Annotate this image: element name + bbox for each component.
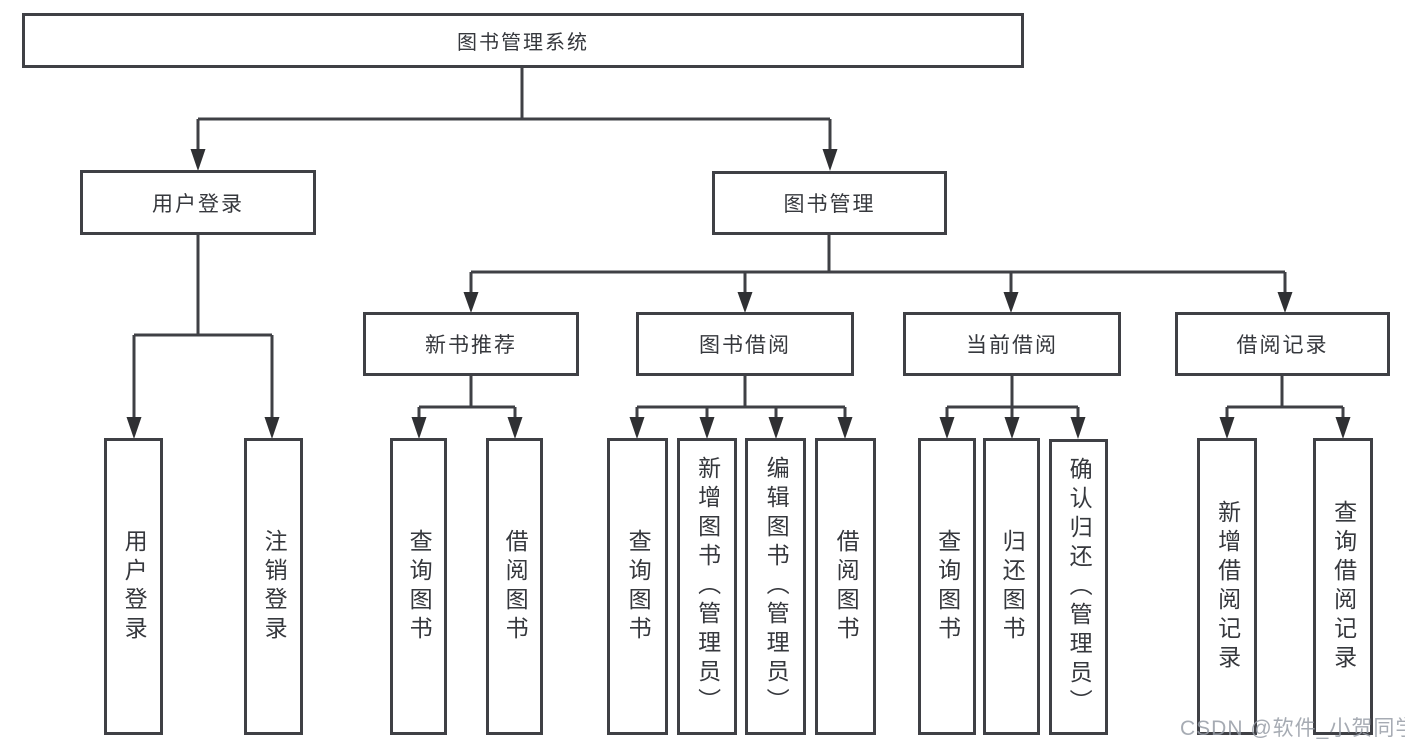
leaf-confirm-return-admin: 确认归还（管理员） [1049,439,1108,735]
leaf-return-book-label: 归还图书 [999,528,1026,645]
leaf-borrow-books-recommend-label: 借阅图书 [502,528,529,645]
node-current-borrow-label: 当前借阅 [966,334,1058,357]
leaf-borrow-books-borrow: 借阅图书 [815,438,876,735]
node-new-book-recommend: 新书推荐 [363,312,579,376]
arrowhead-leaf-3 [411,417,427,439]
leaf-query-books-borrow: 查询图书 [607,438,668,735]
leaf-query-books-current-label: 查询图书 [934,528,961,645]
arrowhead-book-management [822,149,838,171]
arrowhead-leaf-4 [507,417,523,439]
node-new-book-recommend-label: 新书推荐 [425,334,517,357]
leaf-logout: 注销登录 [244,438,303,735]
node-book-borrow: 图书借阅 [636,312,854,376]
arrowhead-leaf-12 [1219,417,1235,439]
node-book-management-label: 图书管理 [783,193,876,216]
leaf-borrow-books-borrow-label: 借阅图书 [833,528,860,645]
node-root-label: 图书管理系统 [457,32,589,54]
leaf-query-books-recommend-label: 查询图书 [406,528,433,645]
node-book-borrow-label: 图书借阅 [699,334,791,357]
leaf-user-login: 用户登录 [104,438,163,735]
node-borrow-records: 借阅记录 [1175,312,1390,376]
node-borrow-records-label: 借阅记录 [1236,334,1329,357]
leaf-borrow-books-recommend: 借阅图书 [486,438,543,735]
leaf-add-borrow-record-label: 新增借阅记录 [1214,499,1241,674]
leaf-edit-book-admin: 编辑图书（管理员） [745,438,806,735]
arrowhead-leaf-10 [1004,417,1020,439]
leaf-add-book-admin-label: 新增图书（管理员） [694,456,721,717]
arrowhead-leaf-11 [1070,417,1086,439]
leaf-query-books-borrow-label: 查询图书 [625,528,652,645]
node-root: 图书管理系统 [22,13,1024,68]
arrowhead-leaf-7 [768,417,784,439]
arrowhead-leaf-5 [629,417,645,439]
arrowhead-leaf-13 [1335,417,1351,439]
arrowhead-module-3 [1003,292,1019,313]
arrowhead-leaf-2 [264,417,280,439]
arrowhead-leaf-1 [126,417,142,439]
node-book-management: 图书管理 [712,171,947,235]
leaf-logout-label: 注销登录 [261,528,288,645]
arrowhead-leaf-9 [939,417,955,439]
node-current-borrow: 当前借阅 [903,312,1121,376]
arrowhead-module-2 [737,292,753,313]
csdn-watermark: CSDN @软件_小贺同学 [1180,717,1405,740]
leaf-query-books-current: 查询图书 [918,438,976,735]
leaf-add-borrow-record: 新增借阅记录 [1197,438,1257,735]
leaf-query-borrow-record: 查询借阅记录 [1313,438,1373,735]
arrowhead-leaf-6 [699,417,715,439]
arrowhead-module-1 [463,292,479,313]
leaf-add-book-admin: 新增图书（管理员） [677,438,737,735]
node-user-login-label: 用户登录 [152,192,244,216]
leaf-query-books-recommend: 查询图书 [390,438,447,735]
arrowhead-module-4 [1277,292,1293,313]
arrowhead-leaf-8 [837,417,853,439]
node-user-login: 用户登录 [80,170,316,235]
leaf-query-borrow-record-label: 查询借阅记录 [1330,499,1357,674]
leaf-return-book: 归还图书 [983,438,1040,735]
leaf-confirm-return-admin-label: 确认归还（管理员） [1066,456,1093,718]
arrowhead-user-login [190,149,206,171]
leaf-edit-book-admin-label: 编辑图书（管理员） [763,456,790,717]
leaf-user-login-label: 用户登录 [121,528,148,645]
